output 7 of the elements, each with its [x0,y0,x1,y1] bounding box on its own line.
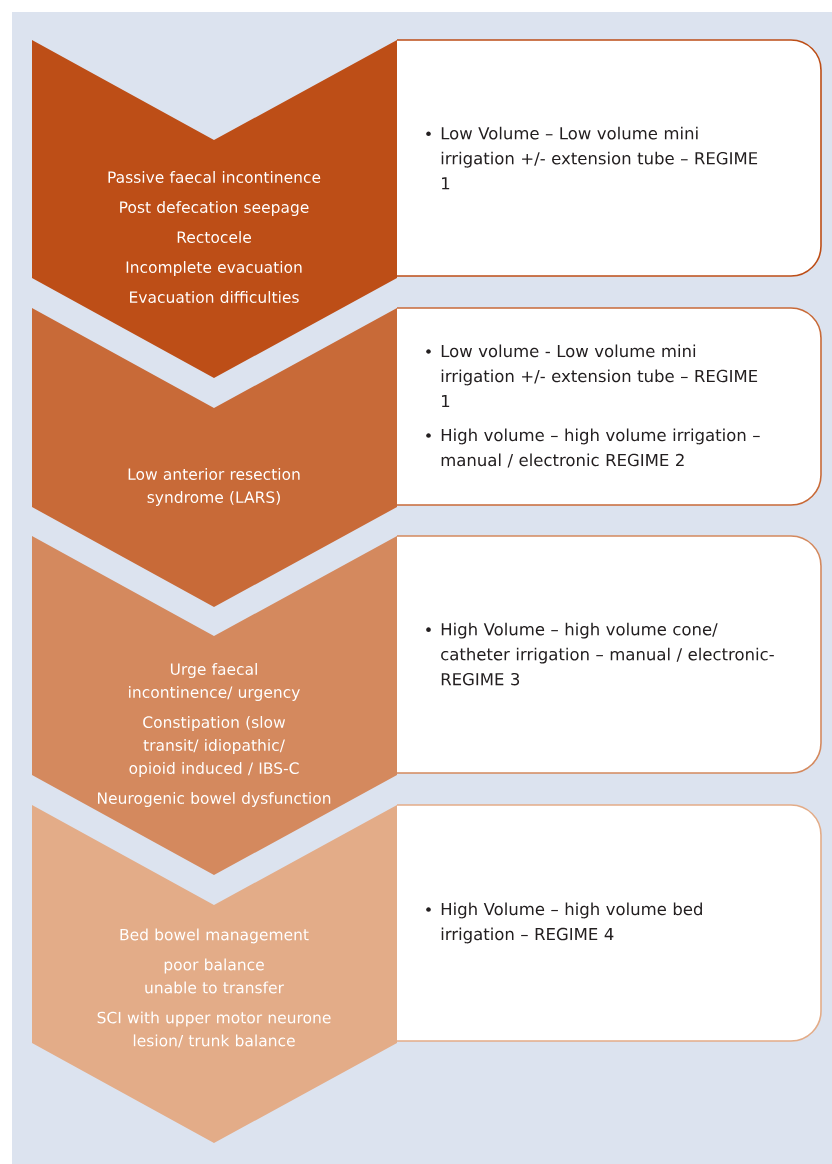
text-panel: High Volume – high volume cone/ catheter irrigation – manual / electronic- REGIME 3 [396,535,822,774]
chevron-box: Low anterior resection syndrome (LARS) [32,308,397,607]
text-panel: High Volume – high volume bed irrigation – REGIME 4 [396,804,822,1042]
text-panel: Low volume - Low volume mini irrigation +/- extension tube – REGIME 1 High volume – high volume irrigation – manual / electronic REGIME 2 [396,307,822,506]
text-panel: Low Volume – Low volume mini irrigation +/- extension tube – REGIME 1 [396,39,822,277]
chevron-box: Urge faecal incontinence/ urgency Constipation (slow transit/ idiopathic/ opioid induced / IBS-C Neurogenic bowel dysfunction [32,536,397,875]
chevron-box: Passive faecal incontinence Post defecation seepage Rectocele Incomplete evacuation Evacuation difficulties [32,40,397,378]
